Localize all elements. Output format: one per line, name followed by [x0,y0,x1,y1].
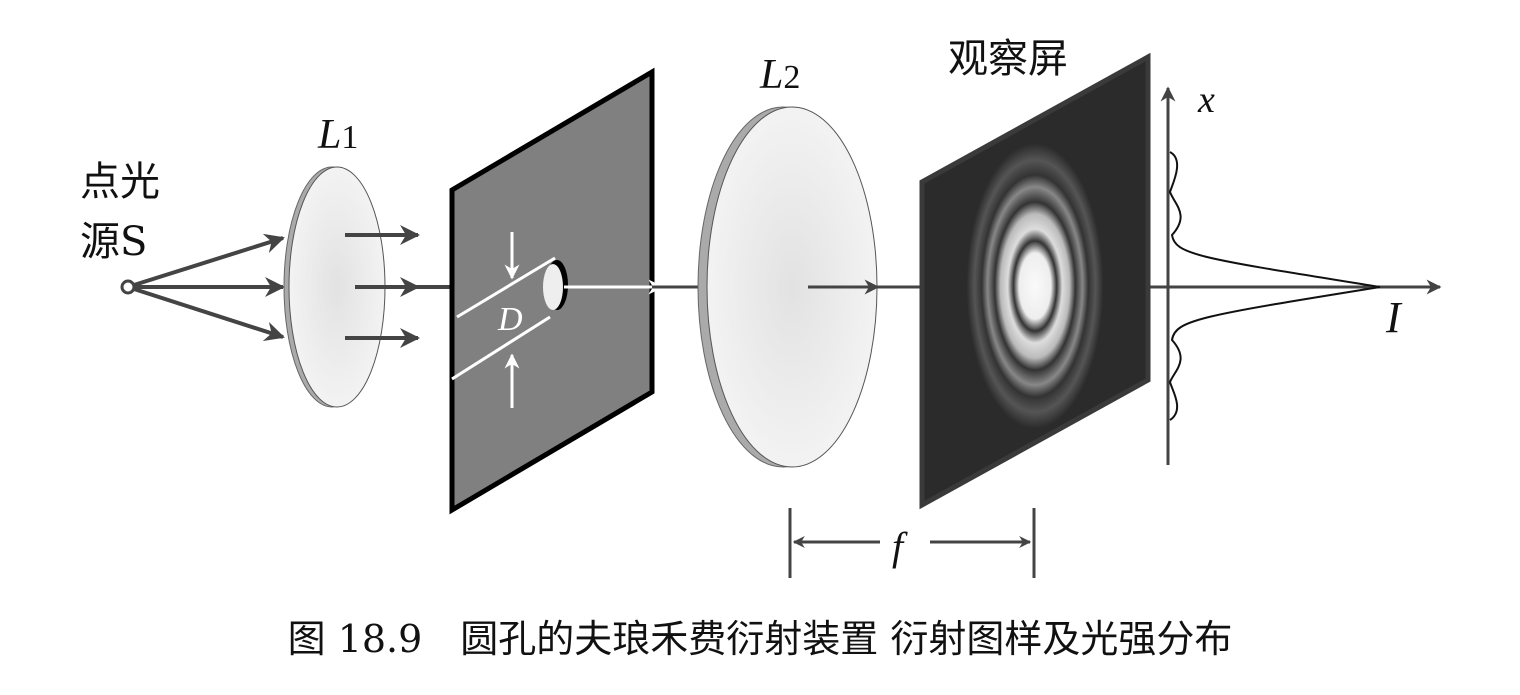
ray-upper [133,233,285,287]
intensity-plot: x I [1160,79,1403,465]
observation-screen [919,52,1151,510]
aperture-screen: D [449,67,655,515]
focal-length-dimension: f [788,508,1036,578]
label-f: f [892,524,908,569]
lens-l2 [697,106,878,468]
ray-lower [133,287,285,341]
circular-aperture [543,264,563,310]
label-L1: L1 [317,112,358,158]
figure-caption: 图 18.9 圆孔的夫琅禾费衍射装置 衍射图样及光强分布 [288,617,1233,661]
intensity-curve [1168,151,1381,421]
label-screen: 观察屏 [948,36,1068,82]
label-L2: L2 [759,52,800,98]
diffraction-pattern [963,136,1107,436]
point-source [120,233,285,341]
label-I: I [1385,293,1403,342]
label-x: x [1197,79,1215,121]
point-source-icon [120,279,136,295]
label-source-line1: 点光 [80,159,160,205]
label-source-line2: 源S [80,219,147,265]
label-D: D [497,301,523,338]
